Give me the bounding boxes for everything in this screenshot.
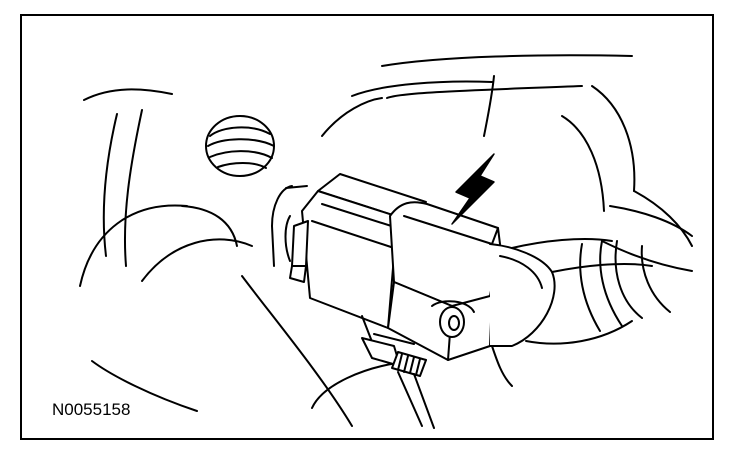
figure-id-label: N0055158 [52, 400, 131, 419]
arrow-down-left-icon [451, 153, 495, 225]
connector-illustration [79, 54, 693, 429]
threaded-stud [361, 337, 435, 429]
grommet-icon [205, 115, 275, 177]
bracket [271, 185, 308, 267]
panel-lines [321, 54, 693, 272]
cable-boot [489, 237, 671, 387]
figure-frame: N0055158 [20, 14, 714, 440]
connector-body [289, 173, 501, 361]
housing-outline [79, 88, 413, 427]
